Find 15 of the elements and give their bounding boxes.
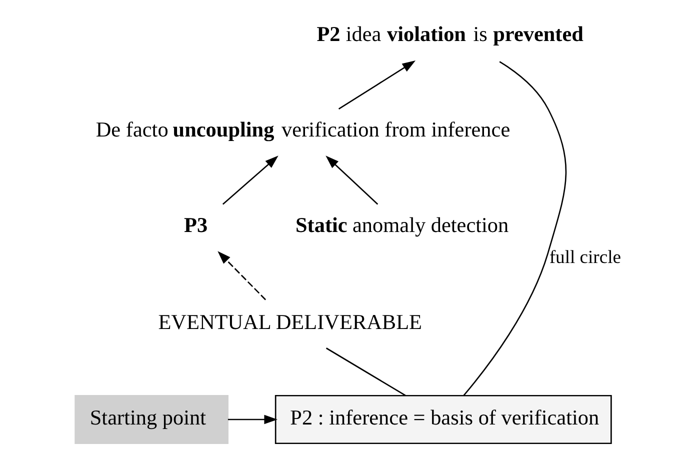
arrow (218, 251, 266, 300)
arrow (338, 60, 416, 110)
arrow (228, 414, 278, 424)
node-text: EVENTUAL DELIVERABLE (158, 310, 422, 334)
node-box: Starting point (74, 394, 228, 444)
node-text: P2 idea violation is prevented (316, 22, 584, 46)
node-box: P2 : inference = basis of verification (274, 394, 612, 444)
node-text: P3 (184, 213, 208, 238)
connector (326, 348, 406, 396)
arrow (222, 156, 278, 205)
node-text: De facto uncoupling verification from inference (96, 118, 510, 142)
arrow (326, 156, 378, 205)
connector (463, 61, 567, 396)
edge-label: full circle (549, 246, 621, 268)
node-text: Static anomaly detection (295, 213, 509, 238)
